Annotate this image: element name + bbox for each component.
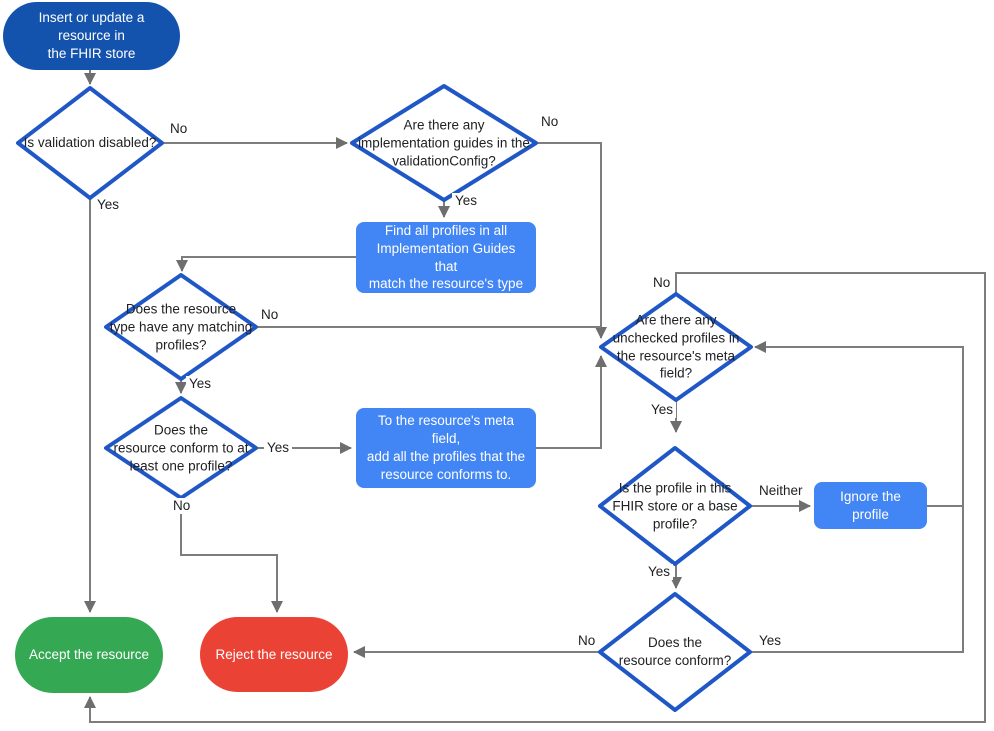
node-add-profiles: To the resource's meta field, add all th…: [356, 408, 536, 488]
edge-label-conform-one-yes: Yes: [264, 440, 293, 457]
edge-add-to-unchecked: [536, 355, 607, 449]
edge-label-conform-yes: Yes: [756, 633, 785, 650]
decision-conform-one-profile-label: Does the resource conform to at least on…: [113, 422, 249, 473]
node-start: Insert or update a resource in the FHIR …: [3, 2, 180, 70]
node-find-profiles: Find all profiles in all Implementation …: [356, 222, 536, 293]
edge-label-validation-no: No: [167, 121, 191, 138]
edge-unchecked-no-loop-to-accept: [84, 272, 986, 723]
decision-resource-conform-label: Does the resource conform?: [618, 635, 732, 668]
edge-label-store-neither: Neither: [756, 483, 806, 500]
decision-matching-profiles: [104, 273, 258, 381]
decision-validation-disabled-label: Is validation disabled?: [23, 135, 157, 151]
edge-label-store-yes: Yes: [645, 564, 674, 581]
node-reject-resource: Reject the resource: [200, 617, 348, 692]
edge-conform-yes-loop-to-unchecked: [750, 341, 964, 653]
edge-label-guides-yes: Yes: [452, 193, 481, 210]
edge-label-unchecked-yes: Yes: [648, 402, 677, 419]
edge-label-conform-one-no: No: [170, 498, 194, 515]
edge-label-matching-yes: Yes: [186, 376, 215, 393]
decision-store-or-base-profile: [598, 446, 752, 566]
edge-conform-one-no-to-reject: [180, 498, 283, 613]
edge-label-conform-no: No: [575, 633, 599, 650]
decision-implementation-guides: [350, 84, 538, 202]
node-ignore-profile: Ignore the profile: [814, 482, 927, 529]
decision-matching-profiles-label: Does the resource type have any matching…: [109, 301, 253, 352]
edge-label-validation-yes: Yes: [94, 197, 123, 214]
edge-label-matching-no: No: [258, 307, 282, 324]
node-accept-resource: Accept the resource: [15, 617, 163, 693]
decision-implementation-guides-label: Are there any implementation guides in t…: [358, 117, 530, 168]
decision-resource-conform: [598, 592, 752, 712]
edge-find-to-matching: [176, 256, 356, 272]
decision-unchecked-profiles-label: Are there any unchecked profiles in the …: [612, 312, 740, 381]
edge-guides-no-to-unchecked: [536, 142, 607, 339]
decision-validation-disabled: [16, 86, 164, 200]
decision-unchecked-profiles: [599, 292, 753, 402]
edge-label-unchecked-no: No: [650, 275, 674, 292]
edge-label-guides-no: No: [538, 114, 562, 131]
decision-store-or-base-profile-label: Is the profile in this FHIR store or a b…: [612, 480, 738, 531]
